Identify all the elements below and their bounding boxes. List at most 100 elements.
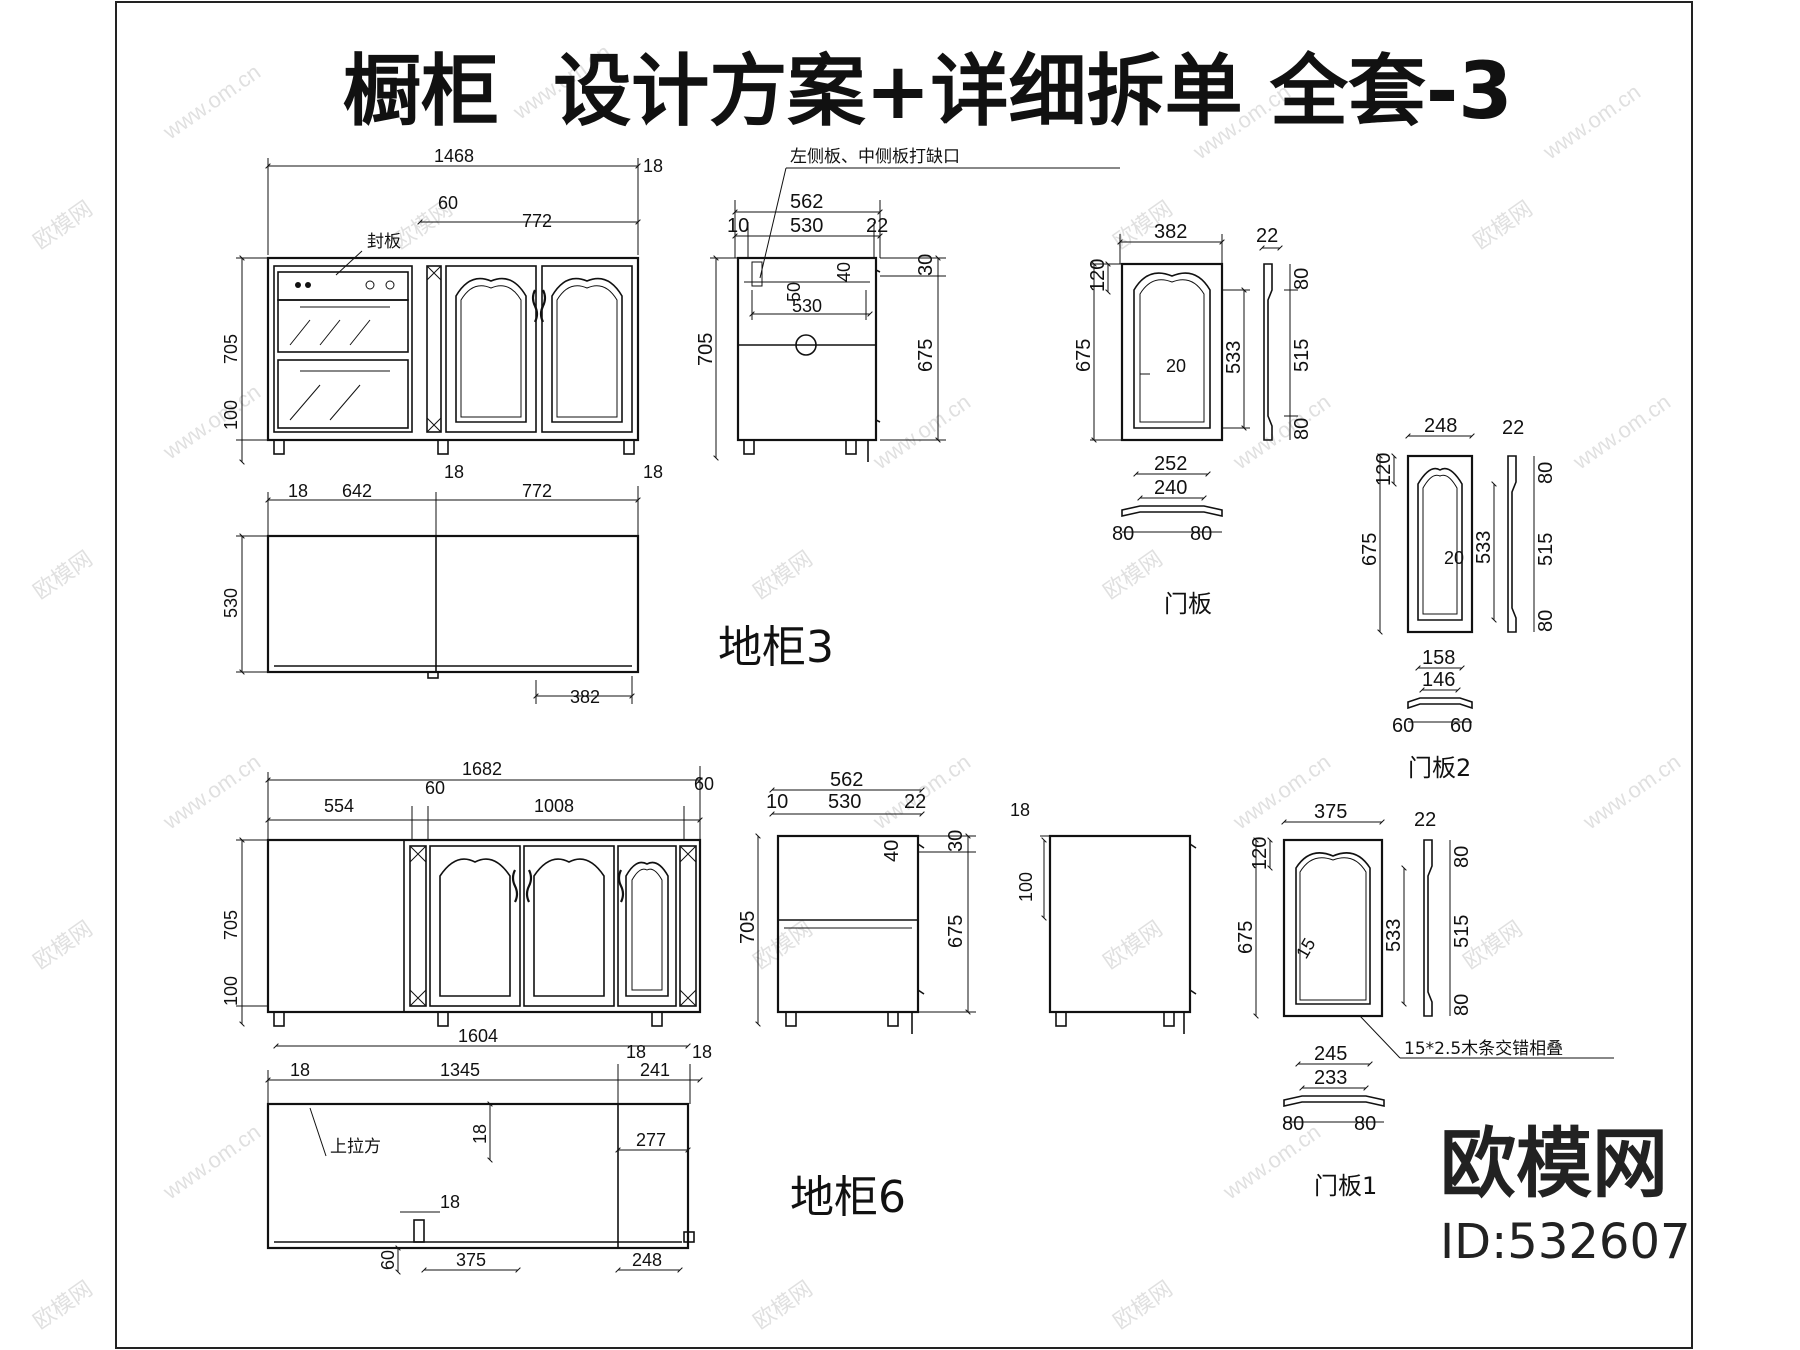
dim-door2-p1: 80	[1535, 462, 1557, 484]
door2-panel-detail: 248 20 120 675 533 22 80 515 80 158 146 …	[1359, 415, 1557, 782]
cabinet6-side-view: 562 10 530 22 40 705 30 675	[737, 769, 976, 1034]
dim-door-p3: 80	[1291, 418, 1313, 440]
dim-cab6-plan-foot: 18	[440, 1192, 460, 1212]
dim-door-h: 675	[1073, 339, 1095, 372]
watermark-text: 欧模网	[1099, 916, 1167, 974]
label-seal-board: 封板	[367, 232, 401, 252]
dim-cab3-side-depth: 562	[790, 191, 823, 213]
dim-door-w: 382	[1154, 221, 1187, 243]
dim-cab6-plan-d1: 60	[378, 1250, 398, 1270]
watermark-text: 欧模网	[1469, 196, 1537, 254]
dim-cab3-side: 18	[643, 156, 663, 176]
dim-cab3-plan-s1: 18	[288, 481, 308, 501]
cabinet6-end-view: 18 100	[1010, 800, 1197, 1034]
dim-cab6-height: 705	[221, 910, 241, 940]
dim-door-sa: 80	[1112, 523, 1134, 545]
label-door2: 门板2	[1408, 754, 1471, 782]
dim-door1-w: 375	[1314, 801, 1347, 823]
watermark-text: 欧模网	[29, 546, 97, 604]
dim-cab3-plan-s2: 18	[444, 462, 464, 482]
watermark-text: 欧模网	[29, 916, 97, 974]
door-panel-detail: 382 20 120 675 533 22 80 515 80 252 240 …	[1073, 221, 1313, 618]
watermark-text: www.om.cn	[158, 1119, 265, 1205]
dim-door2-p2: 515	[1535, 533, 1557, 566]
dim-cab6-end-h: 100	[1016, 872, 1036, 902]
dim-door2-inner-h: 533	[1473, 531, 1495, 564]
label-door: 门板	[1164, 590, 1212, 618]
dim-cab6-side-inner: 530	[828, 791, 861, 813]
dim-door-sb: 80	[1190, 523, 1212, 545]
dim-cab3-plan-depth: 530	[221, 588, 241, 618]
dim-cab6-side-h2: 675	[945, 915, 967, 948]
dim-cab6-side-a: 10	[766, 791, 788, 813]
watermark-text: 欧模网	[29, 196, 97, 254]
dim-door2-sw1: 158	[1422, 647, 1455, 669]
brand-id: ID:532607	[1440, 1214, 1691, 1270]
dim-door1-sw1: 245	[1314, 1043, 1347, 1065]
cabinet3-front-view: 1468 18 60 772 705 100 封板	[221, 146, 663, 465]
dim-door2-p3: 80	[1535, 610, 1557, 632]
dim-cab6-width: 1682	[462, 759, 502, 779]
dim-cab3-door-w: 772	[522, 211, 552, 231]
dim-cab3-kick: 100	[221, 400, 241, 430]
dim-door2-w: 248	[1424, 415, 1457, 437]
dim-cab6-side-b: 22	[904, 791, 926, 813]
label-door1: 门板1	[1314, 1172, 1377, 1200]
dim-door2-sw2: 146	[1422, 669, 1455, 691]
dim-cab3-side-top: 30	[915, 254, 937, 276]
dim-cab6-plan-w3: 375	[456, 1250, 486, 1270]
label-top-rail: 上拉方	[330, 1137, 381, 1157]
dim-door1-p3: 80	[1451, 994, 1473, 1016]
dim-door1-sw2: 233	[1314, 1067, 1347, 1089]
dim-door1-sa: 80	[1282, 1113, 1304, 1135]
dim-door1-sb: 80	[1354, 1113, 1376, 1135]
dim-cab3-side-a: 10	[727, 215, 749, 237]
dim-door2-sb: 60	[1450, 715, 1472, 737]
watermark-text: 欧模网	[1109, 1276, 1177, 1334]
dim-cab3-side-inner: 530	[790, 215, 823, 237]
dim-cab6-plan-w1: 1345	[440, 1060, 480, 1080]
dim-cab3-plan-w2: 772	[522, 481, 552, 501]
watermark-text: www.om.cn	[158, 379, 265, 465]
dim-cab3-side-h: 705	[695, 333, 717, 366]
dim-door-sw1: 252	[1154, 453, 1187, 475]
dim-cab3-side-h2: 675	[915, 339, 937, 372]
brand-logo: 欧模网	[1440, 1119, 1668, 1208]
label-cabinet6: 地柜6	[790, 1172, 906, 1223]
sheet-border	[115, 1, 1693, 1349]
dim-cab6-end-t: 18	[1010, 800, 1030, 820]
dim-cab6-rail-t: 18	[470, 1124, 490, 1144]
dim-cab3-side-b: 22	[866, 215, 888, 237]
dim-cab6-plan-s2: 18	[626, 1042, 646, 1062]
dim-door1-t: 22	[1414, 809, 1436, 831]
dim-door-p1: 80	[1291, 268, 1313, 290]
watermark-text: 欧模网	[1099, 546, 1167, 604]
dim-cab6-bottom: 1604	[458, 1026, 498, 1046]
brand-block: 欧模网 ID:532607	[1440, 1119, 1691, 1270]
cabinet3-plan-view: 18 642 18 772 18 530 382 地柜3	[221, 462, 834, 707]
dim-cab6-plan-s1: 18	[290, 1060, 310, 1080]
cabinet6-plan-view: 18 1345 18 241 18 18 上拉方 277 18 60 375 2…	[265, 1042, 906, 1275]
dim-door2-frame: 20	[1444, 548, 1464, 568]
dim-cab6-plan-s3: 18	[692, 1042, 712, 1062]
cabinet3-side-view: 左侧板、中侧板打缺口 562 10 530 22 530 50 40 705 3…	[695, 147, 1120, 462]
dim-door-inner-h: 533	[1223, 341, 1245, 374]
dim-door2-top: 120	[1373, 453, 1395, 486]
page-title: 橱柜 设计方案+详细拆单 全套-3	[343, 47, 1512, 137]
watermark-text: www.om.cn	[158, 749, 265, 835]
dim-cab3-plan-w1: 642	[342, 481, 372, 501]
cabinet6-front-view: 1682 554 60 1008 60 705 100 1604	[221, 759, 714, 1049]
dim-door-p2: 515	[1291, 339, 1313, 372]
dim-cab6-post2: 60	[694, 774, 714, 794]
dim-cab6-side-top: 30	[945, 830, 967, 852]
dim-cab6-plan-depth: 277	[636, 1130, 666, 1150]
note-side-notch: 左侧板、中侧板打缺口	[790, 147, 960, 167]
watermark-text: www.om.cn	[868, 389, 975, 475]
label-cabinet3: 地柜3	[718, 622, 834, 673]
dim-door1-inner-h: 533	[1383, 919, 1405, 952]
dim-cab6-door-w: 1008	[534, 796, 574, 816]
dim-cab3-width: 1468	[434, 146, 474, 166]
watermark-text: 欧模网	[749, 1276, 817, 1334]
